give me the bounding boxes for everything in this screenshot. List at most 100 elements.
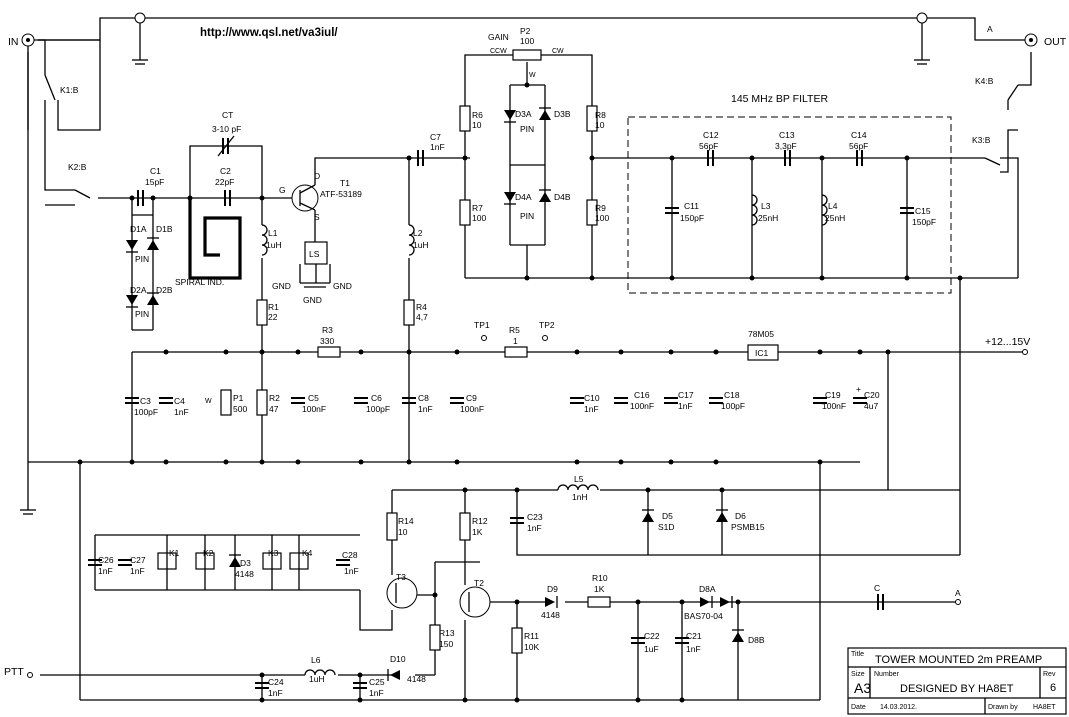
c9-label: C9: [466, 393, 477, 403]
k2-label: K2: [203, 548, 214, 558]
rev-value: 6: [1050, 682, 1056, 694]
c13-value: 3,3pF: [775, 141, 797, 151]
c14-label: C14: [851, 130, 867, 140]
c19-value: 100nF: [822, 401, 846, 411]
c4-value: 1nF: [174, 407, 189, 417]
r7-label: R7: [472, 203, 483, 213]
t2-label: T2: [474, 578, 484, 588]
l2-label: L2: [413, 228, 423, 238]
c2-value: 22pF: [215, 177, 234, 187]
supply-label: +12...15V: [985, 336, 1030, 348]
p2-value: 100: [520, 36, 534, 46]
gnd-label-3: GND: [333, 281, 352, 291]
r6-value: 10: [472, 120, 482, 130]
number-value: DESIGNED BY HA8ET: [900, 683, 1014, 695]
c26-value: 1nF: [98, 566, 113, 576]
r8-value: 10: [595, 120, 605, 130]
ls-label: LS: [309, 249, 320, 259]
c2-label: C2: [220, 166, 231, 176]
drawn-label: Drawn by: [988, 704, 1018, 711]
p2-wiper-label: W: [529, 72, 536, 79]
c10-label: C10: [584, 393, 600, 403]
pin-label-2: PIN: [135, 309, 149, 319]
title-block: Title TOWER MOUNTED 2m PREAMP Size A3 Nu…: [847, 647, 1067, 715]
r14-label: R14: [398, 516, 414, 526]
k1-label: K1: [169, 548, 180, 558]
labels: http://www.qsl.net/va3iul/ IN OUT +12...…: [4, 24, 1067, 698]
date-label: Date: [851, 704, 866, 711]
r9-value: 100: [595, 213, 609, 223]
c3-label: C3: [140, 396, 151, 406]
r13-label: R13: [439, 628, 455, 638]
r11-value: 10K: [524, 642, 539, 652]
pin-label-3: PIN: [520, 124, 534, 134]
r12-label: R12: [472, 516, 488, 526]
r3-label: R3: [322, 325, 333, 335]
c22-label: C22: [644, 631, 660, 641]
l3-value: 25nH: [758, 213, 778, 223]
filter-title: 145 MHz BP FILTER: [731, 93, 828, 105]
c20-plus: +: [856, 384, 861, 394]
r2-value: 47: [269, 404, 279, 414]
r6-label: R6: [472, 110, 483, 120]
r8-label: R8: [595, 110, 606, 120]
l1-label: L1: [268, 228, 278, 238]
c7-label: C7: [430, 132, 441, 142]
c20-value: 4u7: [864, 401, 878, 411]
title-label: Title: [851, 651, 864, 658]
c4-label: C4: [174, 396, 185, 406]
size-label: Size: [851, 671, 865, 678]
in-connector: [21, 33, 35, 47]
r12-value: 1K: [472, 527, 483, 537]
r4-label: R4: [416, 302, 427, 312]
r7-value: 100: [472, 213, 486, 223]
d4b-label: D4B: [554, 192, 571, 202]
cw-label: CW: [552, 48, 564, 55]
d1a-label: D1A: [130, 224, 147, 234]
pin-label-1: PIN: [135, 254, 149, 264]
ic1-type: 78M05: [748, 329, 774, 339]
ccw-label: CCW: [490, 48, 507, 55]
wires: [27, 17, 1032, 701]
r3-value: 330: [320, 336, 334, 346]
size-value: A3: [854, 680, 871, 696]
t1-gate: G: [279, 185, 286, 195]
k3b-label: K3:B: [972, 135, 991, 145]
l5-label: L5: [574, 474, 584, 484]
c27-value: 1nF: [130, 566, 145, 576]
d9-value: 4148: [541, 610, 560, 620]
bp-filter-box: [627, 116, 952, 294]
c6-label: C6: [371, 393, 382, 403]
d6-value: PSMB15: [731, 522, 765, 532]
c28-label: C28: [342, 550, 358, 560]
rev-label: Rev: [1043, 671, 1056, 678]
c23-value: 1nF: [527, 523, 542, 533]
out-label: OUT: [1044, 36, 1067, 48]
tp1-label: TP1: [474, 320, 490, 330]
drawn-value: HA8ET: [1033, 704, 1056, 711]
d8a-label: D8A: [699, 584, 716, 594]
l4-label: L4: [828, 201, 838, 211]
d10-value: 4148: [407, 674, 426, 684]
d8a-value: BAS70-04: [684, 611, 723, 621]
c12-value: 56pF: [699, 141, 718, 151]
c24-value: 1nF: [268, 688, 283, 698]
r5-label: R5: [509, 325, 520, 335]
k4b-label: K4:B: [975, 76, 994, 86]
c11-value: 150pF: [680, 213, 704, 223]
c26-label: C26: [98, 555, 114, 565]
l2-value: 1uH: [413, 240, 429, 250]
c12-label: C12: [703, 130, 719, 140]
c18-label: C18: [724, 390, 740, 400]
c8-value: 1nF: [418, 404, 433, 414]
d1b-label: D1B: [156, 224, 173, 234]
c1-label: C1: [150, 166, 161, 176]
d8b-label: D8B: [748, 635, 765, 645]
node-a-bottom: A: [955, 588, 961, 598]
t1-drain: D: [314, 171, 320, 181]
tp2-label: TP2: [539, 320, 555, 330]
c23-label: C23: [527, 512, 543, 522]
ground-symbols: [20, 12, 930, 515]
r11-label: R11: [524, 631, 539, 641]
c25-value: 1nF: [369, 688, 384, 698]
